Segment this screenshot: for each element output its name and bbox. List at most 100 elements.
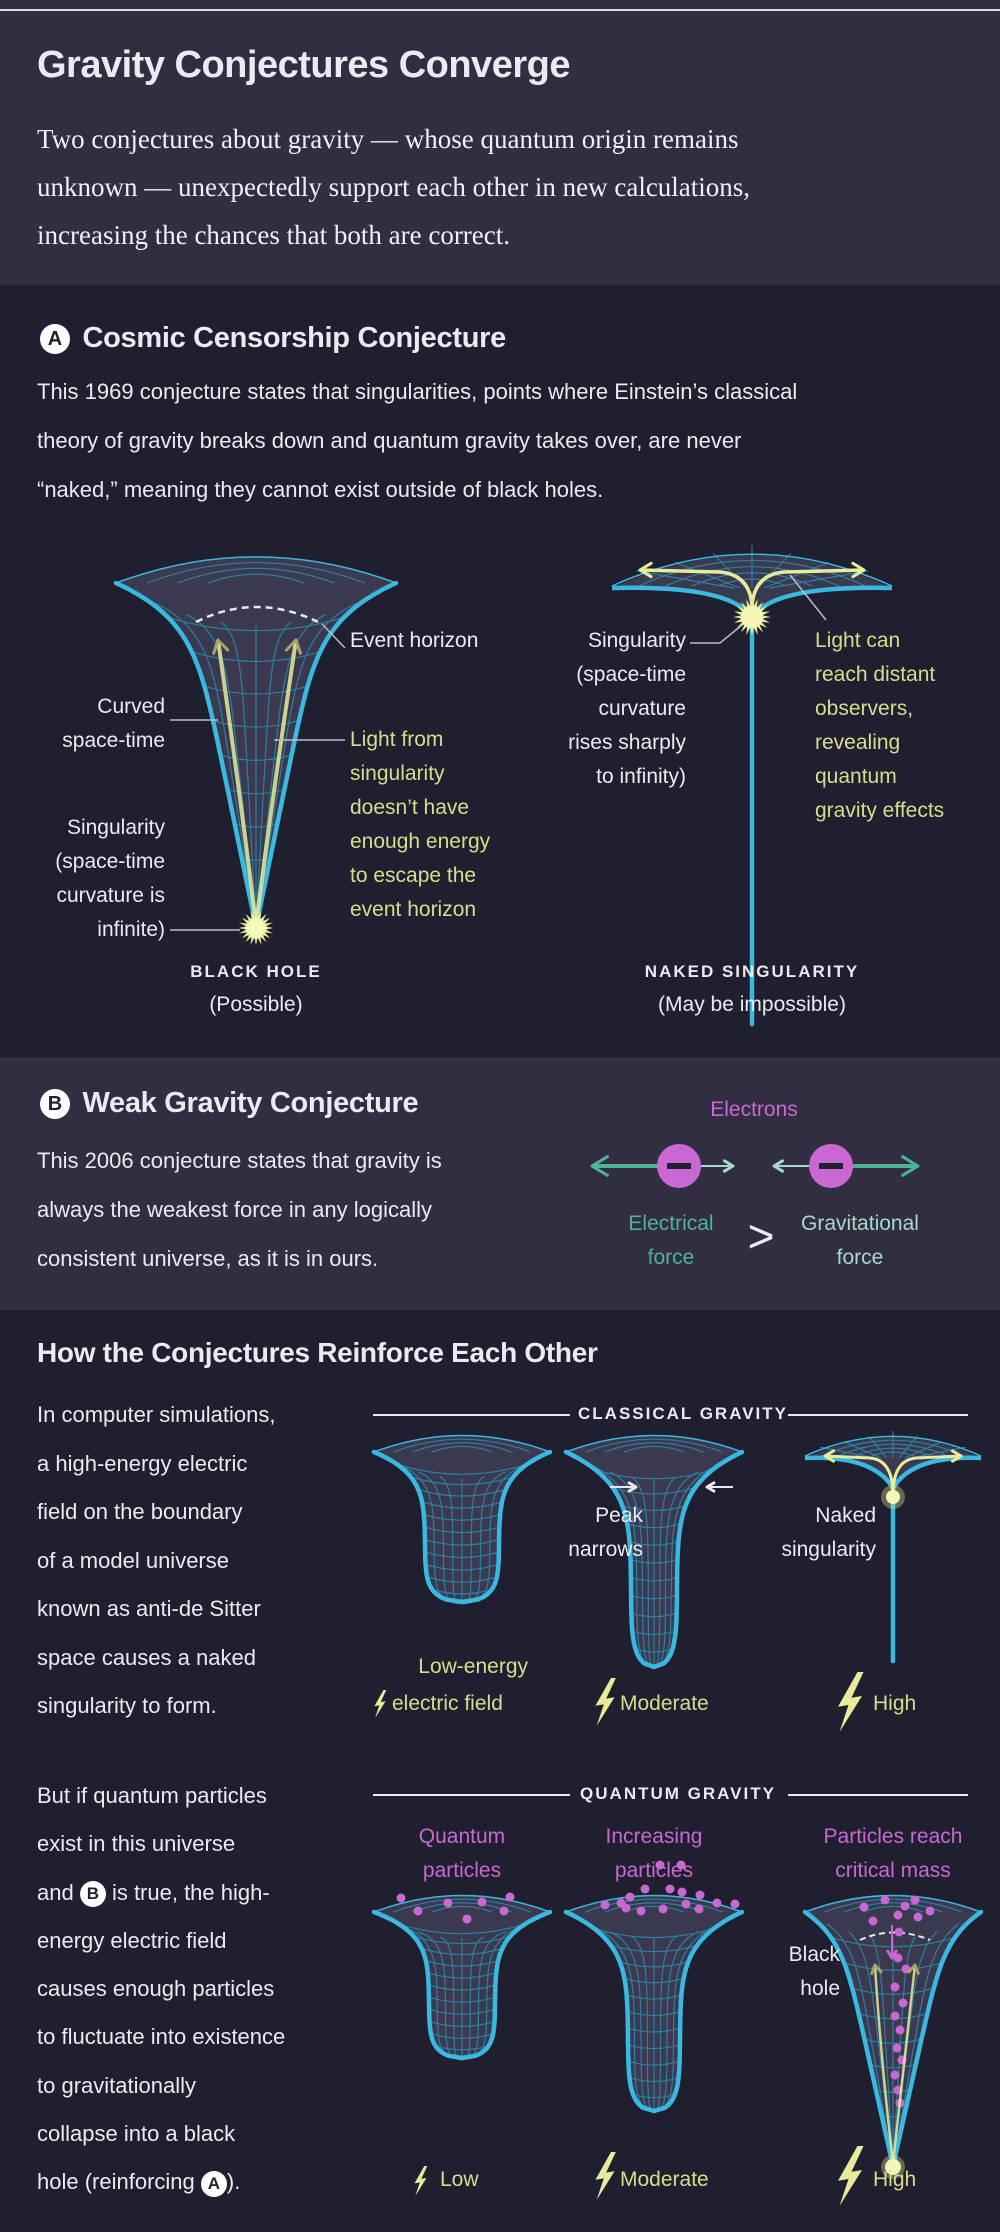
grid-meridian	[713, 553, 747, 589]
light-ray-arrowhead	[950, 1449, 963, 1463]
rim-back-edge	[804, 1435, 982, 1457]
particle-dot	[655, 1860, 665, 1870]
text-line: Two conjectures about gravity — whose qu…	[37, 124, 739, 154]
increasing-particles-label: Increasing particles	[574, 1820, 734, 1888]
particle-dot	[910, 1895, 920, 1905]
text: ).	[226, 2169, 241, 2195]
badge-a-inline: A	[200, 2170, 227, 2197]
lightning-low-icon	[374, 1690, 387, 1718]
rim-back-edge	[373, 1894, 551, 1913]
text-line: Particles reach	[823, 1825, 963, 1848]
greater-than-sign: >	[747, 1210, 775, 1262]
text-line: particles	[614, 1859, 694, 1882]
light-ray	[254, 639, 298, 926]
particle-dot	[695, 1890, 705, 1900]
grid-arc	[412, 1442, 512, 1453]
grid-meridian	[674, 561, 741, 589]
grid-meridian	[653, 1471, 699, 1668]
narrowing-arrowhead	[627, 1481, 638, 1493]
text-line: increasing the chances that both are cor…	[37, 220, 511, 250]
particle-dot	[694, 1904, 704, 1914]
text-line: Black	[788, 1943, 840, 1966]
text-line: particles	[422, 1859, 502, 1882]
light-ray-arrowhead	[823, 1449, 836, 1463]
grid-meridian	[461, 1462, 529, 1603]
grid-meridian	[910, 1446, 966, 1459]
particle-dot	[505, 1892, 515, 1902]
particle-dot	[890, 2070, 900, 2080]
minus-sign-icon	[819, 1163, 843, 1169]
classical-moderate-funnel	[563, 1434, 745, 1670]
text-line: Curved	[97, 695, 165, 718]
grid-arc	[208, 573, 304, 584]
section-b-title: Weak Gravity Conjecture	[82, 1087, 419, 1119]
event-horizon-label: Event horizon	[350, 629, 479, 652]
light-ray	[873, 1964, 895, 2164]
text-line: space causes a naked	[37, 1644, 256, 1670]
text-line: to infinity)	[596, 765, 686, 788]
text-line: Naked	[815, 1504, 876, 1527]
light-ray-arrowhead	[907, 1963, 920, 1975]
text-line: Electrical	[628, 1212, 714, 1235]
text: and	[37, 1879, 80, 1905]
grid-meridian	[757, 553, 791, 589]
text-line: This 1969 conjecture states that singula…	[37, 379, 798, 404]
particle-dot	[894, 1927, 904, 1937]
particle-dot	[462, 1914, 472, 1924]
classical-low-funnel	[371, 1434, 553, 1605]
grid-meridian	[255, 621, 292, 928]
lightning-high-icon	[838, 1672, 864, 1732]
rim-back-edge	[373, 1434, 551, 1453]
text-line: (space-time	[576, 663, 686, 686]
grid-meridian	[636, 570, 735, 589]
grid-meridian	[609, 1471, 655, 1668]
grid-meridian	[461, 1931, 507, 2060]
quantum-moderate-funnel	[563, 1894, 745, 2114]
light-ray	[891, 1454, 962, 1496]
grid-arc	[604, 1902, 704, 1913]
text-line: But if quantum particles	[37, 1783, 267, 1808]
text-line: singularity to form.	[37, 1693, 217, 1718]
text-line: Increasing	[605, 1825, 703, 1848]
spacetime-edge	[651, 1909, 745, 2114]
particle-dot	[890, 1982, 900, 1992]
grid-meridian	[439, 1936, 463, 2061]
text-line: Singularity	[587, 629, 686, 652]
grid-meridian	[769, 570, 868, 589]
text-line: consistent universe, as it is in ours.	[37, 1246, 379, 1271]
grid-meridian	[395, 1462, 463, 1603]
text-line: observers,	[815, 697, 914, 720]
light-ray-arrowhead	[851, 561, 866, 579]
singularity-core	[245, 917, 267, 939]
text: hole (reinforcing	[37, 2169, 201, 2195]
particle-dot	[636, 1906, 646, 1916]
gravitational-force-arrowhead	[722, 1159, 735, 1173]
electrons-label: Electrons	[710, 1098, 798, 1121]
grid-meridian	[820, 1446, 876, 1459]
particle-dot	[895, 2025, 905, 2035]
subtitle: Two conjectures about gravity — whose qu…	[37, 115, 750, 259]
low-energy-label-top: Low-energy	[418, 1655, 528, 1678]
text-line: infinite)	[97, 918, 165, 941]
grid-arc	[393, 1898, 531, 1913]
particle-dot	[859, 1902, 869, 1912]
event-horizon-leader	[321, 623, 346, 649]
light-ray	[216, 639, 258, 926]
text-line: known as anti-de Sitter	[37, 1596, 261, 1621]
particle-dot	[477, 1897, 487, 1907]
particle-dot	[658, 1904, 668, 1914]
spacetime-edge	[371, 1909, 465, 2061]
gravitational-force-arrowhead	[772, 1159, 785, 1173]
text-line: singularity	[350, 762, 445, 785]
black-hole-singularity	[238, 910, 274, 946]
light-ray-arrowhead	[212, 638, 230, 655]
text-line: Light can	[815, 629, 901, 652]
text-line: narrows	[568, 1538, 643, 1561]
text-line: a high-energy electric	[37, 1450, 248, 1476]
collapse-arrowhead	[886, 1949, 898, 1960]
